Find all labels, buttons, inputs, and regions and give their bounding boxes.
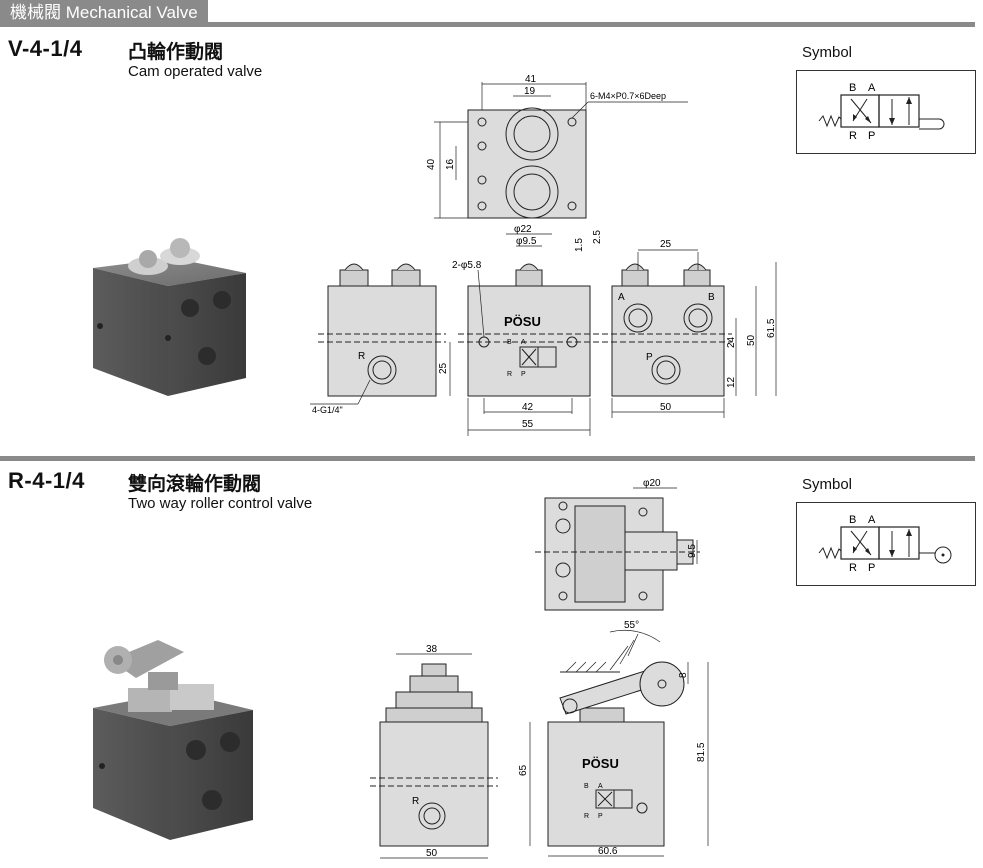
- svg-text:A: A: [618, 292, 625, 303]
- dim-1-5: 1.5: [574, 238, 585, 252]
- dim-50-h: 50: [746, 334, 757, 346]
- svg-text:B: B: [584, 783, 589, 790]
- svg-text:B: B: [849, 514, 856, 526]
- dim-41: 41: [525, 74, 537, 85]
- dim-phi22: φ22: [514, 224, 532, 235]
- dim-24: 24: [726, 336, 737, 348]
- dim-19: 19: [524, 86, 536, 97]
- dim-38: 38: [426, 644, 438, 655]
- valve-symbol-roller: B A R P: [796, 502, 976, 586]
- dim-50: 50: [660, 402, 672, 413]
- roller-valve-top-view: φ20 9.5: [535, 478, 715, 618]
- dim-81-5: 81.5: [696, 742, 707, 762]
- dim-25-h: 25: [438, 362, 449, 374]
- dim-hole: 2-φ5.8: [452, 260, 482, 271]
- svg-text:P: P: [646, 352, 653, 363]
- dim-40: 40: [426, 158, 437, 170]
- svg-text:A: A: [868, 514, 876, 526]
- dim-61-5: 61.5: [766, 318, 777, 338]
- svg-text:R: R: [412, 796, 419, 807]
- product-name-cn-r: 雙向滾輪作動閥: [128, 473, 262, 495]
- svg-text:P: P: [868, 562, 875, 574]
- brand-logo-r: PÖSU: [582, 756, 619, 771]
- roller-valve-elevation-views: R 38 50 55° PÖSU B A R P 65 81.5: [370, 612, 730, 864]
- port-r-label: R: [849, 130, 857, 142]
- svg-text:P: P: [598, 813, 603, 820]
- svg-text:P: P: [521, 371, 526, 378]
- dim-angle-55: 55°: [624, 620, 639, 631]
- brand-logo-v: PÖSU: [504, 314, 541, 329]
- product-name-cn-v: 凸輪作動閥: [128, 41, 224, 63]
- dim-55: 55: [522, 419, 534, 430]
- port-p-label: P: [868, 130, 875, 142]
- section-header-tab: 機械閥 Mechanical Valve: [0, 0, 208, 26]
- port-a-label: A: [868, 82, 876, 94]
- cam-valve-photo: [88, 228, 250, 398]
- product-name-en-v: Cam operated valve: [128, 63, 263, 80]
- svg-text:R: R: [358, 351, 365, 362]
- dim-12: 12: [726, 376, 737, 388]
- dim-42: 42: [522, 402, 534, 413]
- thread-spec: 6-M4×P0.7×6Deep: [590, 91, 666, 101]
- symbol-title-r: Symbol: [802, 476, 853, 493]
- roller-valve-photo: [88, 630, 263, 845]
- dim-60-6: 60.6: [598, 846, 618, 857]
- dim-50-r: 50: [426, 848, 438, 859]
- dim-2-5: 2.5: [592, 230, 603, 244]
- dim-phi20: φ20: [643, 478, 661, 489]
- svg-text:A: A: [598, 783, 603, 790]
- svg-text:R: R: [849, 562, 857, 574]
- dim-9-5: 9.5: [687, 544, 698, 558]
- model-code-v: V-4-1/4: [8, 36, 83, 61]
- header-rule: [0, 22, 975, 27]
- dim-16: 16: [445, 158, 456, 170]
- valve-symbol-cam: B A R P: [796, 70, 976, 154]
- svg-text:A: A: [521, 339, 526, 346]
- symbol-title-v: Symbol: [802, 44, 853, 61]
- svg-text:R: R: [584, 813, 589, 820]
- section-rule: [0, 456, 975, 461]
- cam-valve-top-view: 41 19 6-M4×P0.7×6Deep 40 16: [420, 72, 710, 222]
- dim-25: 25: [660, 239, 672, 250]
- dim-65: 65: [518, 764, 529, 776]
- cam-valve-elevation-views: R 4-G1/4" 25 PÖSU B A R P 42 55 φ22 φ9.5 2…: [300, 222, 800, 436]
- dim-phi95: φ9.5: [516, 236, 537, 247]
- port-thread-label: 4-G1/4": [312, 405, 343, 415]
- dim-8: 8: [678, 672, 689, 678]
- svg-text:B: B: [507, 339, 512, 346]
- product-name-en-r: Two way roller control valve: [128, 495, 313, 512]
- svg-text:B: B: [708, 292, 715, 303]
- svg-text:R: R: [507, 371, 512, 378]
- port-b-label: B: [849, 82, 856, 94]
- model-code-r: R-4-1/4: [8, 468, 85, 493]
